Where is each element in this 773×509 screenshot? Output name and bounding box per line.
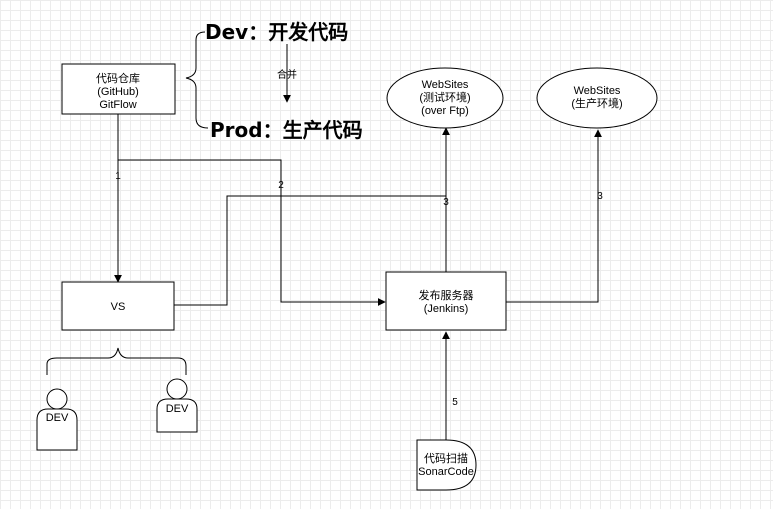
jenkins-label-1: 发布服务器: [419, 288, 474, 302]
edge-jenkins-prod-site: [506, 129, 602, 303]
sonar-shape: [416, 439, 477, 491]
sonar-label-2: SonarCode: [418, 466, 474, 478]
merge-label: 合并: [277, 68, 297, 81]
dev-branch-label: Dev：开发代码: [205, 20, 348, 44]
edge-vs-test-site: [174, 127, 450, 306]
vs-label: VS: [111, 301, 126, 313]
jenkins-box: [385, 271, 507, 331]
test-site-label-3: (over Ftp): [421, 105, 469, 117]
edge-label-2: 2: [278, 180, 284, 191]
edge-label-1: 1: [115, 171, 121, 182]
test-site-label-1: WebSites: [422, 79, 469, 91]
test-site-label-2: (测试环境): [419, 90, 470, 104]
jenkins-label-2: (Jenkins): [424, 303, 469, 315]
sonar-label-1: 代码扫描: [424, 451, 468, 465]
branch-brace: [185, 31, 209, 129]
repo-label-1: 代码仓库: [96, 71, 140, 85]
edge-label-5: 5: [452, 397, 458, 408]
repo-box: [61, 63, 176, 115]
vs-box: [61, 281, 175, 331]
prod-site-label-1: WebSites: [574, 85, 621, 97]
repo-label-2: (GitHub): [97, 86, 139, 98]
repo-label-3: GitFlow: [99, 99, 136, 111]
dev-brace: [46, 347, 187, 375]
prod-site-label-2: (生产环境): [571, 96, 622, 110]
edge-label-3b: 3: [597, 191, 603, 202]
dev2-label: DEV: [166, 403, 189, 415]
test-site-ellipse: [386, 67, 504, 129]
edge-label-3a: 3: [443, 197, 449, 208]
edge-repo-jenkins: [118, 159, 386, 306]
dev-person-1: [36, 388, 78, 451]
dev1-label: DEV: [46, 412, 69, 424]
prod-site-ellipse: [536, 67, 658, 129]
prod-branch-label: Prod：生产代码: [210, 118, 363, 142]
dev-person-2: [156, 378, 198, 433]
